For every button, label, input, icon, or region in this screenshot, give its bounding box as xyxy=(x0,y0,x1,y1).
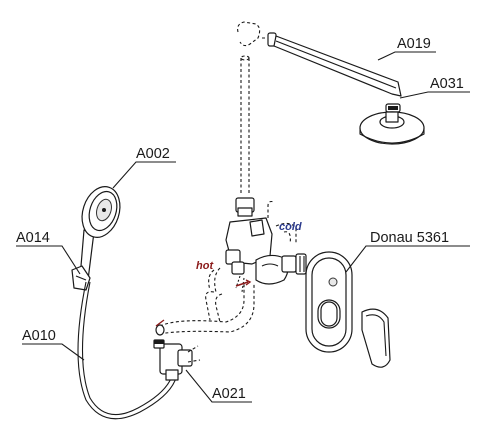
flow-arrows xyxy=(155,279,252,327)
mixer-body xyxy=(208,197,307,293)
overhead-shower-head xyxy=(359,111,425,145)
shower-head-connector xyxy=(385,103,401,113)
label-a031: A031 xyxy=(430,76,464,92)
label-a019: A019 xyxy=(397,36,431,52)
wall-outlet-elbow xyxy=(153,339,201,381)
cold-inlet-label: cold xyxy=(279,221,302,233)
hot-inlet-label: hot xyxy=(196,260,214,272)
label-donau-5361: Donau 5361 xyxy=(370,230,449,246)
label-a021: A021 xyxy=(212,386,246,402)
outlet-pipe-dashed xyxy=(155,282,255,336)
shower-hose xyxy=(77,281,177,420)
mixer-lever-handle xyxy=(361,308,391,368)
riser-pipe-dashed xyxy=(237,21,268,195)
hand-shower xyxy=(79,186,121,281)
label-a010: A010 xyxy=(22,328,56,344)
faceplate xyxy=(305,251,353,353)
shower-arm xyxy=(267,32,402,97)
leader-lines xyxy=(16,51,470,403)
label-a014: A014 xyxy=(16,230,50,246)
label-a002: A002 xyxy=(136,146,170,162)
